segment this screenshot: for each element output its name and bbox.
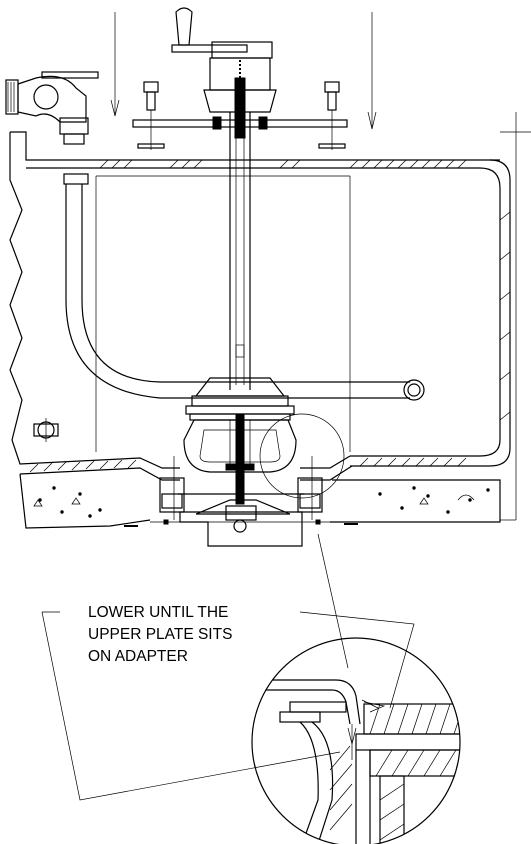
tank-top-wall xyxy=(10,131,511,467)
wall-fitting xyxy=(33,418,59,442)
callout-line-2: UPPER PLATE SITS xyxy=(88,626,232,643)
bolt-right xyxy=(318,81,346,150)
upper-housing xyxy=(203,57,277,140)
callout-bracket xyxy=(41,611,415,801)
right-frame xyxy=(500,112,531,521)
bent-pipe xyxy=(65,184,425,401)
t-handle xyxy=(171,7,273,59)
break-line xyxy=(9,132,23,441)
shaft xyxy=(229,112,251,390)
callout-line-3: ON ADAPTER xyxy=(88,648,188,665)
valve-body xyxy=(183,377,297,505)
lowering-arrows xyxy=(110,12,377,130)
adapter xyxy=(159,456,323,547)
detail-view xyxy=(251,637,461,844)
upper-plate xyxy=(132,116,348,130)
elbow-fitting xyxy=(5,71,99,185)
detail-marker xyxy=(259,413,349,669)
tank-bottom xyxy=(11,439,501,529)
callout-line-1: LOWER UNTIL THE xyxy=(88,604,228,621)
bolt-left xyxy=(137,81,165,150)
